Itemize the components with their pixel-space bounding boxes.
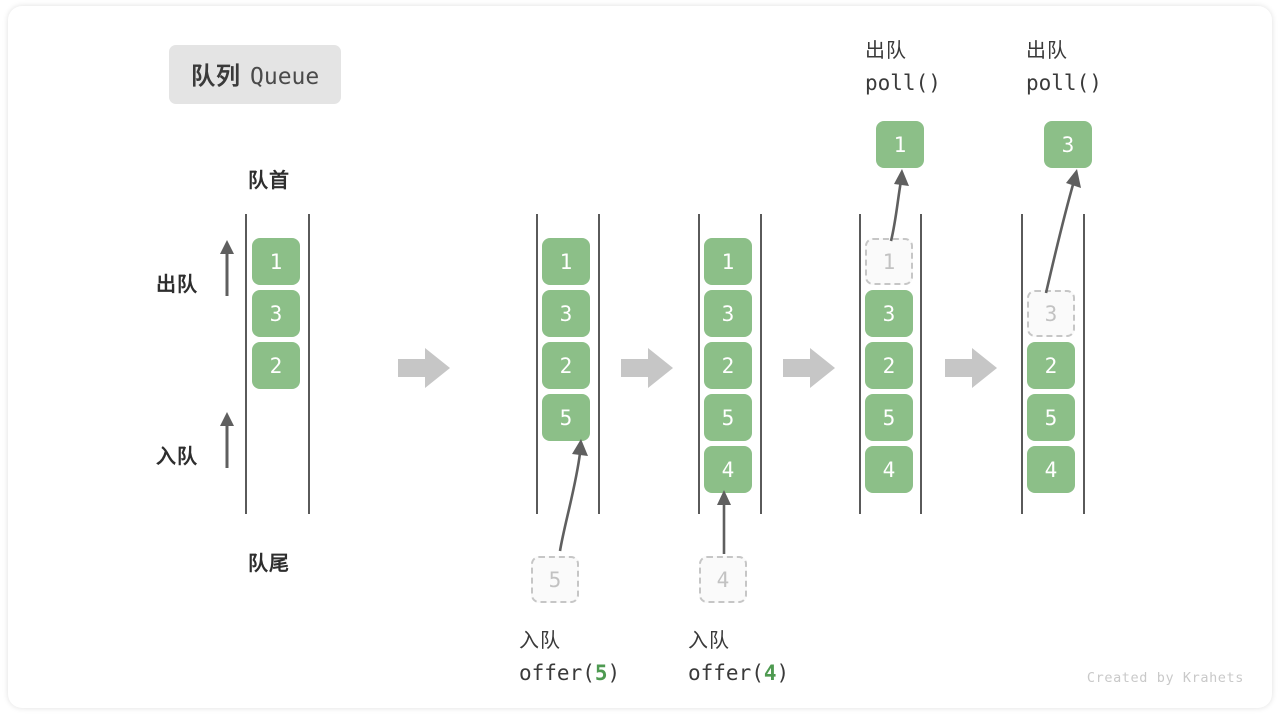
queue-cell: 2 [704,342,752,389]
queue-cell: 5 [865,394,913,441]
col-4-rail-left [859,214,861,514]
poll-2-arrow-icon [1044,169,1081,294]
operation-offer-4: 入队 offer(4) [688,626,789,690]
queue-cell: 5 [542,394,590,441]
offer-5-line2: offer(5) [519,657,620,690]
queue-cell: 1 [704,238,752,285]
col-3-rail-left [698,214,700,514]
offer-5-fn-open: offer( [519,661,595,685]
operation-poll-1: 出队 poll() [865,36,941,100]
queue-cell: 4 [1027,446,1075,493]
diagram-card: 队列 Queue 队首 队尾 出队 入队 1 3 2 1 3 2 5 5 入队 offer(… [8,6,1272,708]
step-right-arrow-icon-3 [783,348,835,388]
step-right-arrow-icon-4 [945,348,997,388]
poll-1-line1: 出队 [865,40,907,62]
title-en: Queue [250,64,320,90]
pending-element-4: 4 [699,556,747,603]
queue-cell: 3 [542,290,590,337]
queue-cell: 3 [865,290,913,337]
poll-2-line1: 出队 [1026,40,1068,62]
title-cn: 队列 [191,63,241,90]
col-2-rail-left [536,214,538,514]
offer-5-line1: 入队 [519,630,561,652]
offer-4-arrow-icon [717,490,731,554]
queue-cell: 2 [865,342,913,389]
offer-5-arrow-icon [558,439,588,552]
queue-cell: 5 [704,394,752,441]
queue-head-label: 队首 [248,170,290,192]
step-right-arrow-icon-2 [621,348,673,388]
poll-1-result: 1 [876,121,924,168]
poll-2-result: 3 [1044,121,1092,168]
enqueue-direction-arrow-icon [220,412,234,468]
queue-cell: 3 [704,290,752,337]
queue-cell: 2 [542,342,590,389]
offer-4-line2: offer(4) [688,657,789,690]
poll-1-arrow-icon [889,169,909,242]
footer-credit: Created by Krahets [1086,670,1244,686]
col-5-rail-left [1021,214,1023,514]
queue-cell: 2 [1027,342,1075,389]
pending-element-5: 5 [531,556,579,603]
col-1-rail-right [308,214,310,514]
offer-4-fn-open: offer( [688,661,764,685]
diagram-title-badge: 队列 Queue [169,45,342,104]
queue-cell: 3 [252,290,300,337]
offer-4-value: 4 [763,661,777,685]
queue-cell: 4 [704,446,752,493]
queue-cell: 1 [542,238,590,285]
queue-cell-ghost: 3 [1027,290,1075,337]
queue-cell: 2 [252,342,300,389]
queue-tail-label: 队尾 [248,553,290,575]
operation-offer-5: 入队 offer(5) [519,626,620,690]
operation-poll-2: 出队 poll() [1026,36,1102,100]
offer-5-value: 5 [594,661,608,685]
dequeue-direction-arrow-icon [220,240,234,296]
queue-cell: 1 [252,238,300,285]
poll-1-line2: poll() [865,71,941,95]
queue-cell: 5 [1027,394,1075,441]
queue-cell: 4 [865,446,913,493]
offer-4-fn-close: ) [776,661,790,685]
col-5-rail-right [1083,214,1085,514]
dequeue-side-label: 出队 [156,274,198,296]
queue-cell-ghost: 1 [865,238,913,285]
poll-2-line2: poll() [1026,71,1102,95]
col-1-rail-left [245,214,247,514]
col-4-rail-right [920,214,922,514]
step-right-arrow-icon-1 [398,348,450,388]
offer-5-fn-close: ) [607,661,621,685]
col-3-rail-right [760,214,762,514]
offer-4-line1: 入队 [688,630,730,652]
col-2-rail-right [598,214,600,514]
enqueue-side-label: 入队 [156,446,198,468]
